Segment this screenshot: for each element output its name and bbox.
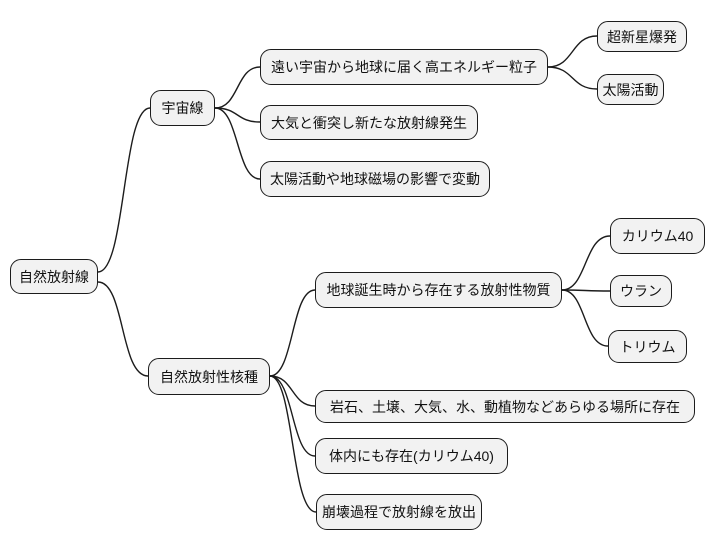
edge-nuclides-earthorigin [269,289,316,377]
edge-nuclides-body [269,375,316,457]
node-atmosphere-collision: 大気と衝突し新たな放射線発生 [260,105,478,140]
node-decay-emission: 崩壊過程で放射線を放出 [316,494,482,530]
edge-earthorigin-potassium [561,235,611,291]
node-high-energy-particles: 遠い宇宙から地球に届く高エネルギー粒子 [260,49,548,85]
node-supernova-explosion: 超新星爆発 [597,21,687,52]
edge-cosmic-atmosphere [214,107,261,123]
node-thorium: トリウム [608,330,687,363]
edge-cosmic-variation [214,107,261,180]
node-exists-everywhere: 岩石、土壌、大気、水、動植物などあらゆる場所に存在 [315,390,695,423]
edge-farspace-supernova [547,35,598,68]
edge-root-nuclides [97,281,149,377]
node-solar-magnetic-variation: 太陽活動や地球磁場の影響で変動 [260,161,490,197]
edge-earthorigin-thorium [561,289,609,347]
node-uranium: ウラン [610,275,672,307]
edge-farspace-solar [547,66,598,90]
node-solar-activity: 太陽活動 [597,74,664,105]
edge-cosmic-far-space [214,66,261,109]
node-potassium-40: カリウム40 [610,218,705,254]
node-earth-origin-material: 地球誕生時から存在する放射性物質 [315,272,562,308]
edge-earthorigin-uranium [561,289,611,292]
node-natural-radiation: 自然放射線 [10,259,98,294]
node-cosmic-rays: 宇宙線 [150,90,215,126]
edge-nuclides-everywhere [269,375,316,407]
edge-root-cosmic-rays [97,107,151,273]
node-in-body: 体内にも存在(カリウム40) [315,438,508,474]
edge-nuclides-decay [269,375,317,513]
node-natural-radionuclides: 自然放射性核種 [148,358,270,395]
